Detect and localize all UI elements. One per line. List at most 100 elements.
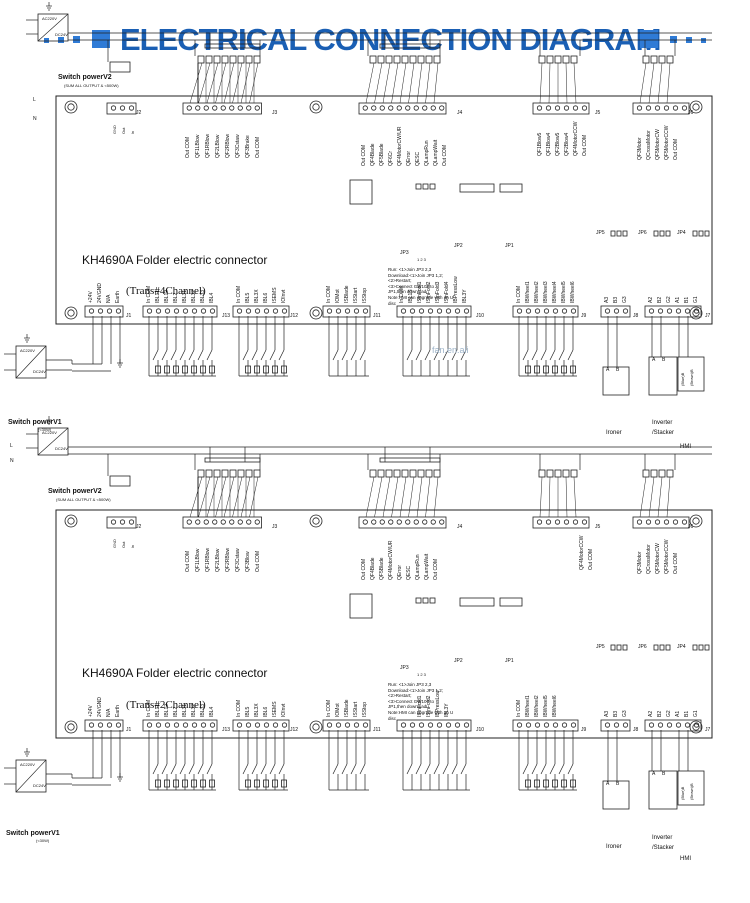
terminal-pin bbox=[418, 308, 425, 314]
terminal-pin bbox=[236, 308, 243, 314]
switch-blade bbox=[152, 349, 159, 361]
relay-lead bbox=[416, 476, 423, 518]
connector-j11-id: J11 bbox=[373, 313, 381, 319]
connector-j12-id: J12 bbox=[290, 727, 299, 733]
jumper-pin bbox=[616, 230, 622, 237]
switch-blade bbox=[558, 763, 565, 775]
switch-blade bbox=[269, 349, 276, 361]
note-line: disc bbox=[388, 715, 397, 721]
j12-pin-label: IOInvt bbox=[281, 289, 287, 303]
j9-pin-label: IBWheel5 bbox=[561, 281, 567, 303]
connector-j8-id: J8 bbox=[633, 313, 639, 319]
relay-lead bbox=[391, 62, 399, 104]
psu-box bbox=[15, 759, 47, 793]
j3-pin-label: QF1LBlow bbox=[195, 548, 201, 572]
note-line: Run: <1>Join JP3 2,3 bbox=[388, 267, 432, 272]
j2-pin-label: ln bbox=[130, 544, 135, 548]
connector-j13-id: J13 bbox=[222, 727, 231, 733]
terminal-pin bbox=[97, 722, 104, 728]
j4-pin-label: QF5Blade bbox=[379, 557, 385, 580]
j3-pin-label: QF1RBlow bbox=[205, 133, 211, 158]
relay-contact bbox=[393, 55, 401, 64]
switch-blade bbox=[531, 349, 538, 361]
switch-blade bbox=[251, 763, 258, 775]
mount-hole-inner bbox=[312, 517, 320, 525]
terminal-pin bbox=[191, 308, 198, 314]
psu-v1-subtitle: (<30W) bbox=[38, 427, 52, 432]
relay-lead bbox=[433, 476, 439, 518]
terminal-pin bbox=[353, 722, 360, 728]
j7-pin-label: G2 bbox=[666, 710, 672, 717]
terminal-pin bbox=[405, 105, 411, 111]
jp5-label: JP5 bbox=[596, 230, 605, 236]
connector-j10-id: J10 bbox=[476, 313, 485, 319]
jp3-pin bbox=[415, 597, 422, 604]
decor-square bbox=[44, 38, 49, 43]
relay-contact bbox=[237, 55, 245, 64]
psu-v1-n: N bbox=[10, 458, 14, 464]
switch-blade bbox=[161, 349, 168, 361]
terminal-pin bbox=[552, 722, 559, 728]
psu-v1-subtitle-b: (<30W) bbox=[36, 838, 50, 843]
j4-pin-label: QF4MotorCW/UR bbox=[397, 126, 403, 166]
inverter-label: Inverter bbox=[652, 420, 673, 426]
j2-pin-label: ln bbox=[130, 130, 135, 134]
relay-lead bbox=[648, 476, 655, 518]
connector-j11-id: J11 bbox=[373, 727, 381, 733]
relay-contact bbox=[237, 469, 245, 478]
connector-j1-id: J1 bbox=[126, 727, 132, 733]
connector-j13 bbox=[142, 305, 218, 318]
terminal-pin bbox=[681, 519, 688, 525]
decor-square bbox=[73, 36, 80, 43]
terminal-pin bbox=[439, 519, 445, 525]
switch-blade bbox=[406, 349, 413, 361]
relay-contact bbox=[245, 469, 253, 478]
terminal-pin bbox=[254, 519, 260, 525]
jp4-label: JP4 bbox=[677, 230, 686, 236]
jp4-label: JP4 bbox=[677, 644, 686, 650]
terminal-pin bbox=[191, 722, 198, 728]
terminal-pin bbox=[396, 519, 402, 525]
j13-pin-label: IBL11 bbox=[155, 290, 161, 303]
terminal-pin bbox=[409, 308, 416, 314]
relay-contact bbox=[213, 55, 221, 64]
terminal-pin bbox=[445, 722, 452, 728]
hmi-brown: (Brown)B bbox=[689, 783, 694, 800]
sensor-box bbox=[191, 365, 197, 374]
sensor-box bbox=[182, 779, 188, 788]
mount-hole bbox=[689, 100, 703, 114]
relay-lead bbox=[215, 62, 227, 104]
sensor-box bbox=[543, 779, 549, 788]
terminal-pin bbox=[220, 105, 226, 111]
terminal-pin bbox=[186, 519, 192, 525]
jumper-notes-b: Run: <1>Join JP3 2,3 Download:<1>Join JP… bbox=[388, 682, 453, 721]
j13-pin-label: IBL33 bbox=[200, 289, 206, 303]
j10-pin-label: ISInFold2 bbox=[426, 281, 432, 303]
connector-j5-id: J5 bbox=[595, 110, 601, 116]
terminal-pin bbox=[554, 519, 561, 525]
jp3-pin bbox=[429, 597, 436, 604]
terminal-pin bbox=[563, 519, 570, 525]
j11-pin-label: IOMot bbox=[335, 289, 341, 303]
inverter-box bbox=[648, 770, 678, 810]
terminal-pin bbox=[636, 519, 643, 525]
ic-chip bbox=[349, 593, 373, 619]
j12-pin-label: IBL6 bbox=[263, 706, 269, 717]
terminal-pin bbox=[362, 519, 368, 525]
connector-j4-id: J4 bbox=[457, 524, 463, 530]
connector-j10 bbox=[396, 305, 472, 318]
sensor-box bbox=[552, 365, 558, 374]
j3-pin-label: Out COM bbox=[185, 550, 191, 572]
j10-pin-label: ISInFold1 bbox=[417, 281, 423, 303]
sensor-box bbox=[281, 365, 287, 374]
terminal-pin bbox=[88, 722, 95, 728]
relay-lead bbox=[223, 62, 235, 104]
decor-square bbox=[701, 38, 706, 43]
sensor-box bbox=[209, 365, 215, 374]
relay-lead bbox=[189, 62, 203, 104]
sensor-box bbox=[281, 779, 287, 788]
ironer-a: A bbox=[606, 367, 610, 373]
relay-contact bbox=[538, 469, 546, 478]
relay-lead bbox=[657, 62, 663, 104]
terminal-pin bbox=[88, 308, 95, 314]
